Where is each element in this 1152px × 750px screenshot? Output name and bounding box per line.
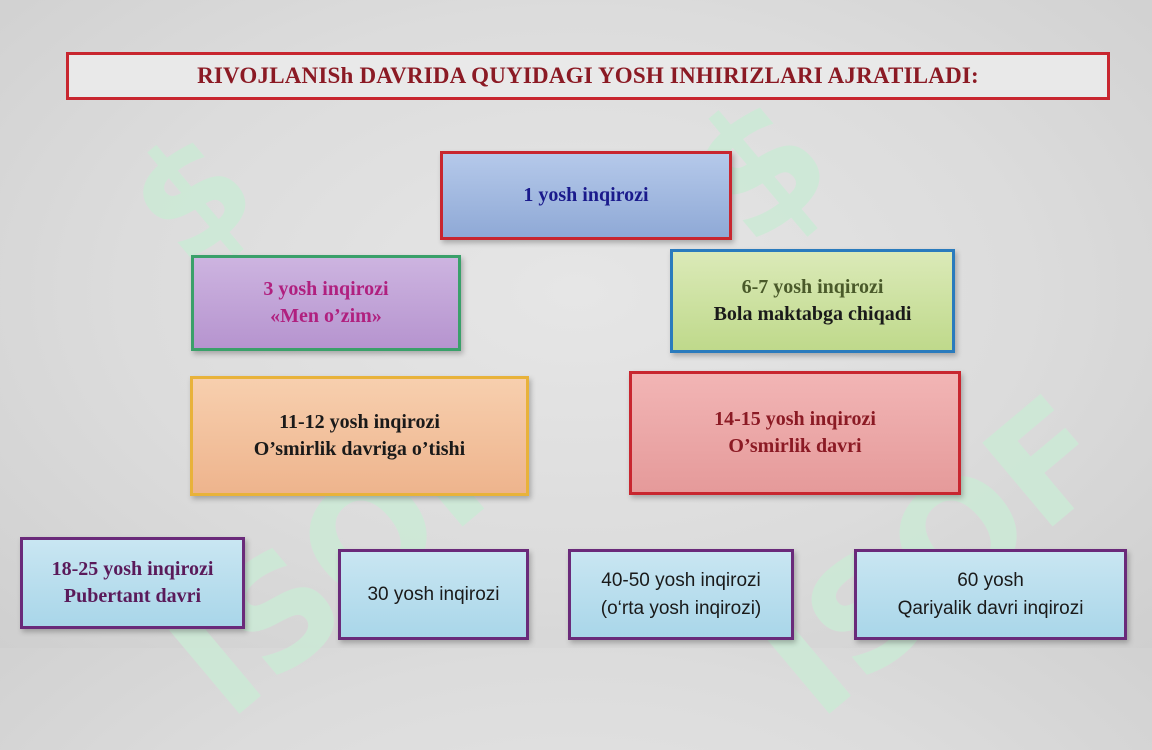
crisis-box-1-year-line-1: 1 yosh inqirozi [523,184,649,206]
crisis-box-6-7-year-line-2: Bola maktabga chiqadi [713,303,912,325]
title-banner: RIVOJLANISh DAVRIDA QUYIDAGI YOSH INHIRI… [66,52,1110,100]
crisis-box-6-7-year-line-1: 6-7 yosh inqirozi [741,276,884,298]
crisis-box-18-25-year: 18-25 yosh inqirozi Pubertant davri [20,537,245,629]
crisis-box-14-15-year-line-2: O’smirlik davri [728,435,862,457]
crisis-box-18-25-year-line-1: 18-25 yosh inqirozi [51,558,214,580]
crisis-box-3-year-line-1: 3 yosh inqirozi [263,278,389,300]
crisis-box-30-year: 30 yosh inqirozi [338,549,529,640]
crisis-box-11-12-year: 11-12 yosh inqirozi O’smirlik davriga o’… [190,376,529,496]
page-title: RIVOJLANISh DAVRIDA QUYIDAGI YOSH INHIRI… [197,63,979,88]
crisis-box-40-50-year-line-1: 40-50 yosh inqirozi [601,569,761,591]
crisis-box-40-50-year: 40-50 yosh inqirozi (o‘rta yosh inqirozi… [568,549,794,640]
crisis-box-1-year: 1 yosh inqirozi [440,151,732,240]
crisis-box-40-50-year-line-2: (o‘rta yosh inqirozi) [600,597,762,619]
crisis-box-60-year-line-1: 60 yosh [957,569,1024,591]
crisis-box-14-15-year: 14-15 yosh inqirozi O’smirlik davri [629,371,961,495]
crisis-box-11-12-year-line-1: 11-12 yosh inqirozi [279,411,440,433]
crisis-box-60-year: 60 yosh Qariyalik davri inqirozi [854,549,1127,640]
crisis-box-60-year-line-2: Qariyalik davri inqirozi [897,597,1084,619]
crisis-box-30-year-line-1: 30 yosh inqirozi [367,583,500,605]
crisis-box-3-year: 3 yosh inqirozi «Men o’zim» [191,255,461,351]
crisis-box-11-12-year-line-2: O’smirlik davriga o’tishi [253,438,466,460]
crisis-box-14-15-year-line-1: 14-15 yosh inqirozi [714,408,876,430]
crisis-box-3-year-line-2: «Men o’zim» [270,305,382,327]
crisis-box-6-7-year: 6-7 yosh inqirozi Bola maktabga chiqadi [670,249,955,353]
crisis-box-18-25-year-line-2: Pubertant davri [63,585,202,607]
